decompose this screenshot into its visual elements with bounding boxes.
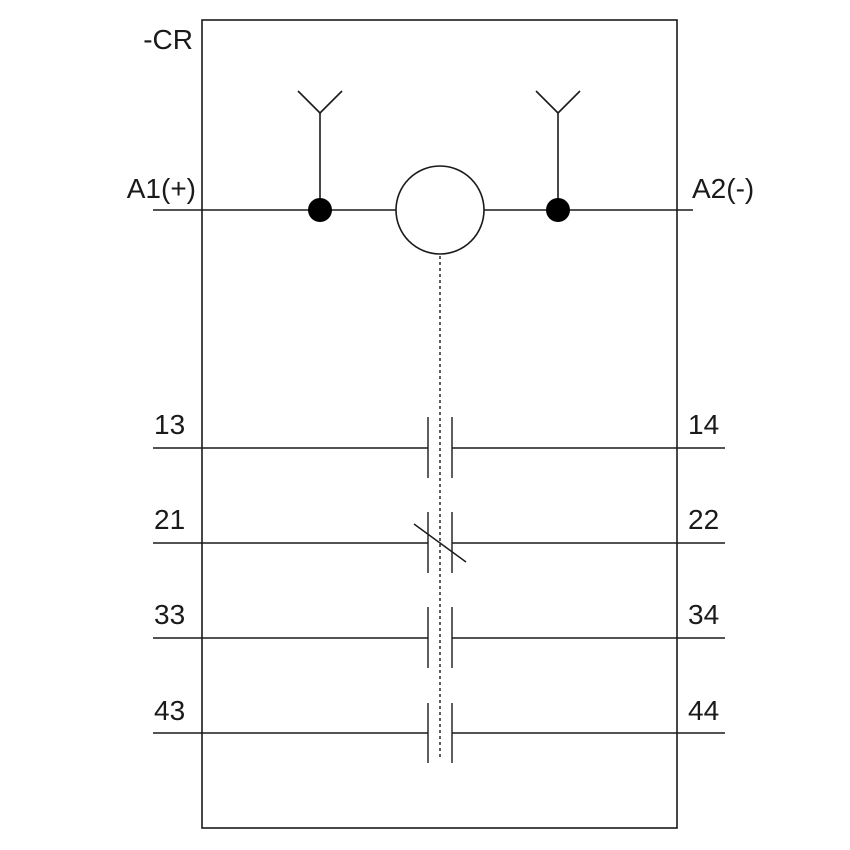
contact-34-label: 34 bbox=[688, 599, 719, 630]
contact-22-label: 22 bbox=[688, 504, 719, 535]
device-tag: -CR bbox=[143, 24, 193, 55]
contact-21-label: 21 bbox=[154, 504, 185, 535]
connection-dot-right bbox=[546, 198, 570, 222]
contact-13-label: 13 bbox=[154, 409, 185, 440]
connection-dot-left bbox=[308, 198, 332, 222]
contact-33-label: 33 bbox=[154, 599, 185, 630]
contact-13-14 bbox=[153, 417, 725, 478]
contact-43-44 bbox=[153, 703, 725, 763]
coil-terminal-left-label: A1(+) bbox=[127, 173, 196, 204]
contact-14-label: 14 bbox=[688, 409, 719, 440]
coil-circle bbox=[395, 165, 485, 255]
coil-terminal-right-label: A2(-) bbox=[692, 173, 754, 204]
contact-43-label: 43 bbox=[154, 695, 185, 726]
contact-21-22 bbox=[153, 512, 725, 573]
contact-33-34 bbox=[153, 607, 725, 668]
device-enclosure bbox=[201, 19, 678, 829]
fork-terminal-right bbox=[535, 90, 581, 210]
fork-terminal-left bbox=[297, 90, 343, 210]
contact-44-label: 44 bbox=[688, 695, 719, 726]
